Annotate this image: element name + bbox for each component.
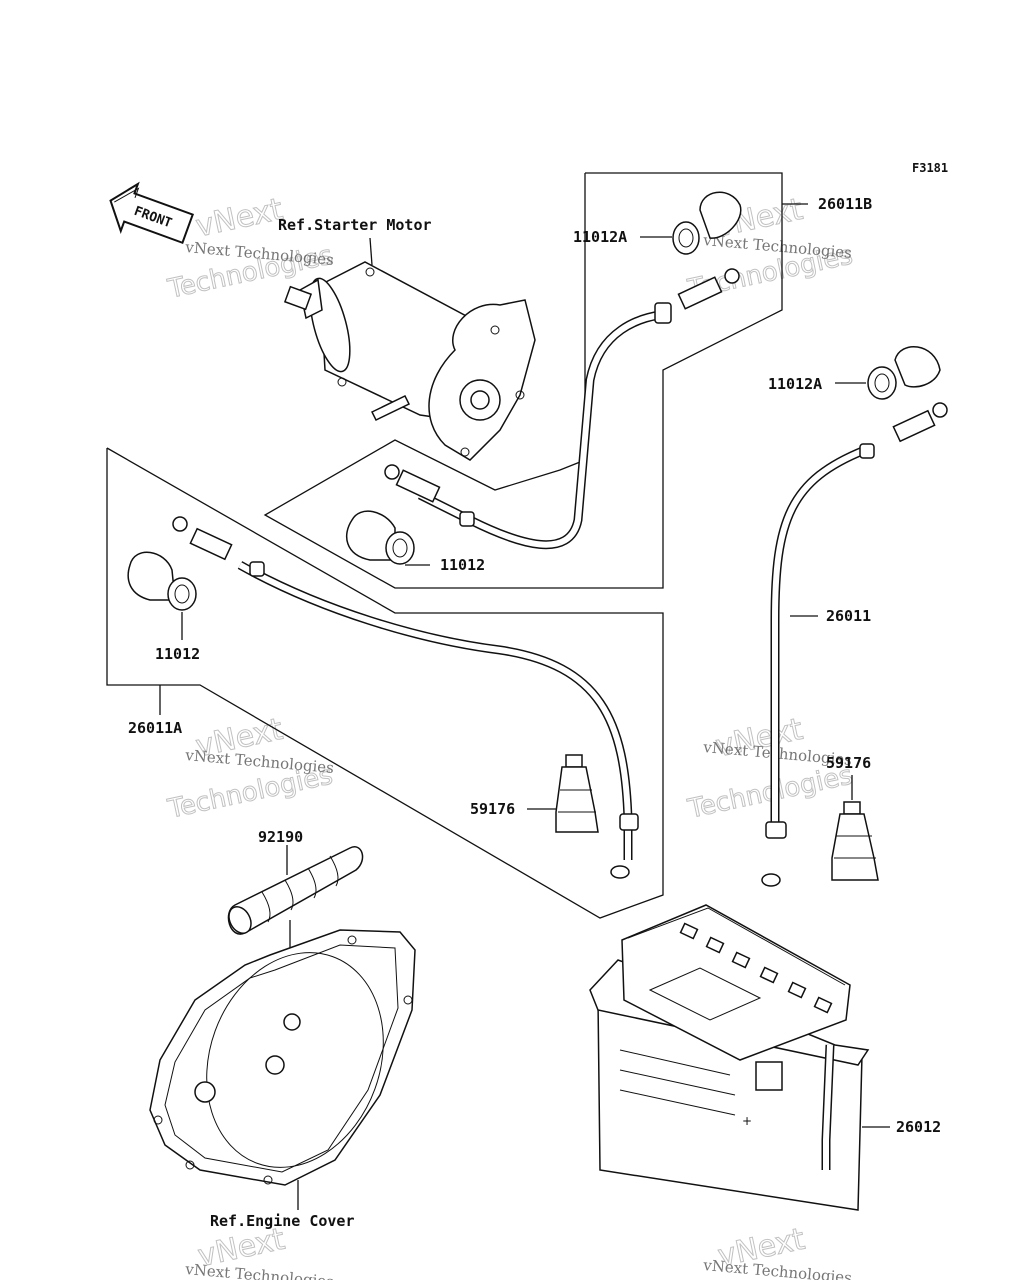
part-label-26012: 26012 bbox=[896, 1118, 941, 1136]
part-label-11012A-right: 11012A bbox=[768, 375, 822, 393]
figure-id: F3181 bbox=[912, 161, 948, 175]
watermark-text: vNext Technologies bbox=[184, 1260, 335, 1280]
terminal-boot-11012A-right bbox=[867, 346, 941, 400]
battery-26012: + bbox=[589, 904, 870, 1211]
part-label-11012A-top: 11012A bbox=[573, 228, 627, 246]
cable-26011A bbox=[172, 516, 639, 879]
tube-92190 bbox=[227, 846, 364, 935]
terminal-cover-59176-left bbox=[555, 754, 599, 833]
assembly-frames bbox=[106, 172, 783, 919]
terminal-boot-11012-left bbox=[127, 551, 197, 611]
part-label-11012-mid: 11012 bbox=[440, 556, 485, 574]
ref-engine-cover-label: Ref.Engine Cover bbox=[210, 1212, 355, 1230]
ref-starter-motor-label: Ref.Starter Motor bbox=[278, 216, 432, 234]
part-label-59176-right: 59176 bbox=[826, 754, 871, 772]
part-label-26011A: 26011A bbox=[128, 719, 182, 737]
watermark-vnext: vNext bbox=[193, 192, 286, 245]
starter-motor bbox=[283, 261, 536, 461]
svg-text:+: + bbox=[742, 1114, 752, 1128]
engine-cover bbox=[149, 929, 416, 1186]
part-label-26011: 26011 bbox=[826, 607, 871, 625]
cable-26011B bbox=[384, 268, 740, 550]
terminal-boot-11012A-top bbox=[672, 191, 742, 255]
front-arrow-icon: FRONT bbox=[109, 181, 194, 245]
terminal-boot-11012-mid bbox=[345, 510, 415, 565]
part-label-11012-left: 11012 bbox=[155, 645, 200, 663]
part-label-26011B: 26011B bbox=[818, 195, 872, 213]
part-label-59176-left: 59176 bbox=[470, 800, 515, 818]
part-label-92190: 92190 bbox=[258, 828, 303, 846]
cable-26011 bbox=[761, 402, 948, 887]
terminal-cover-59176-right bbox=[831, 801, 879, 881]
